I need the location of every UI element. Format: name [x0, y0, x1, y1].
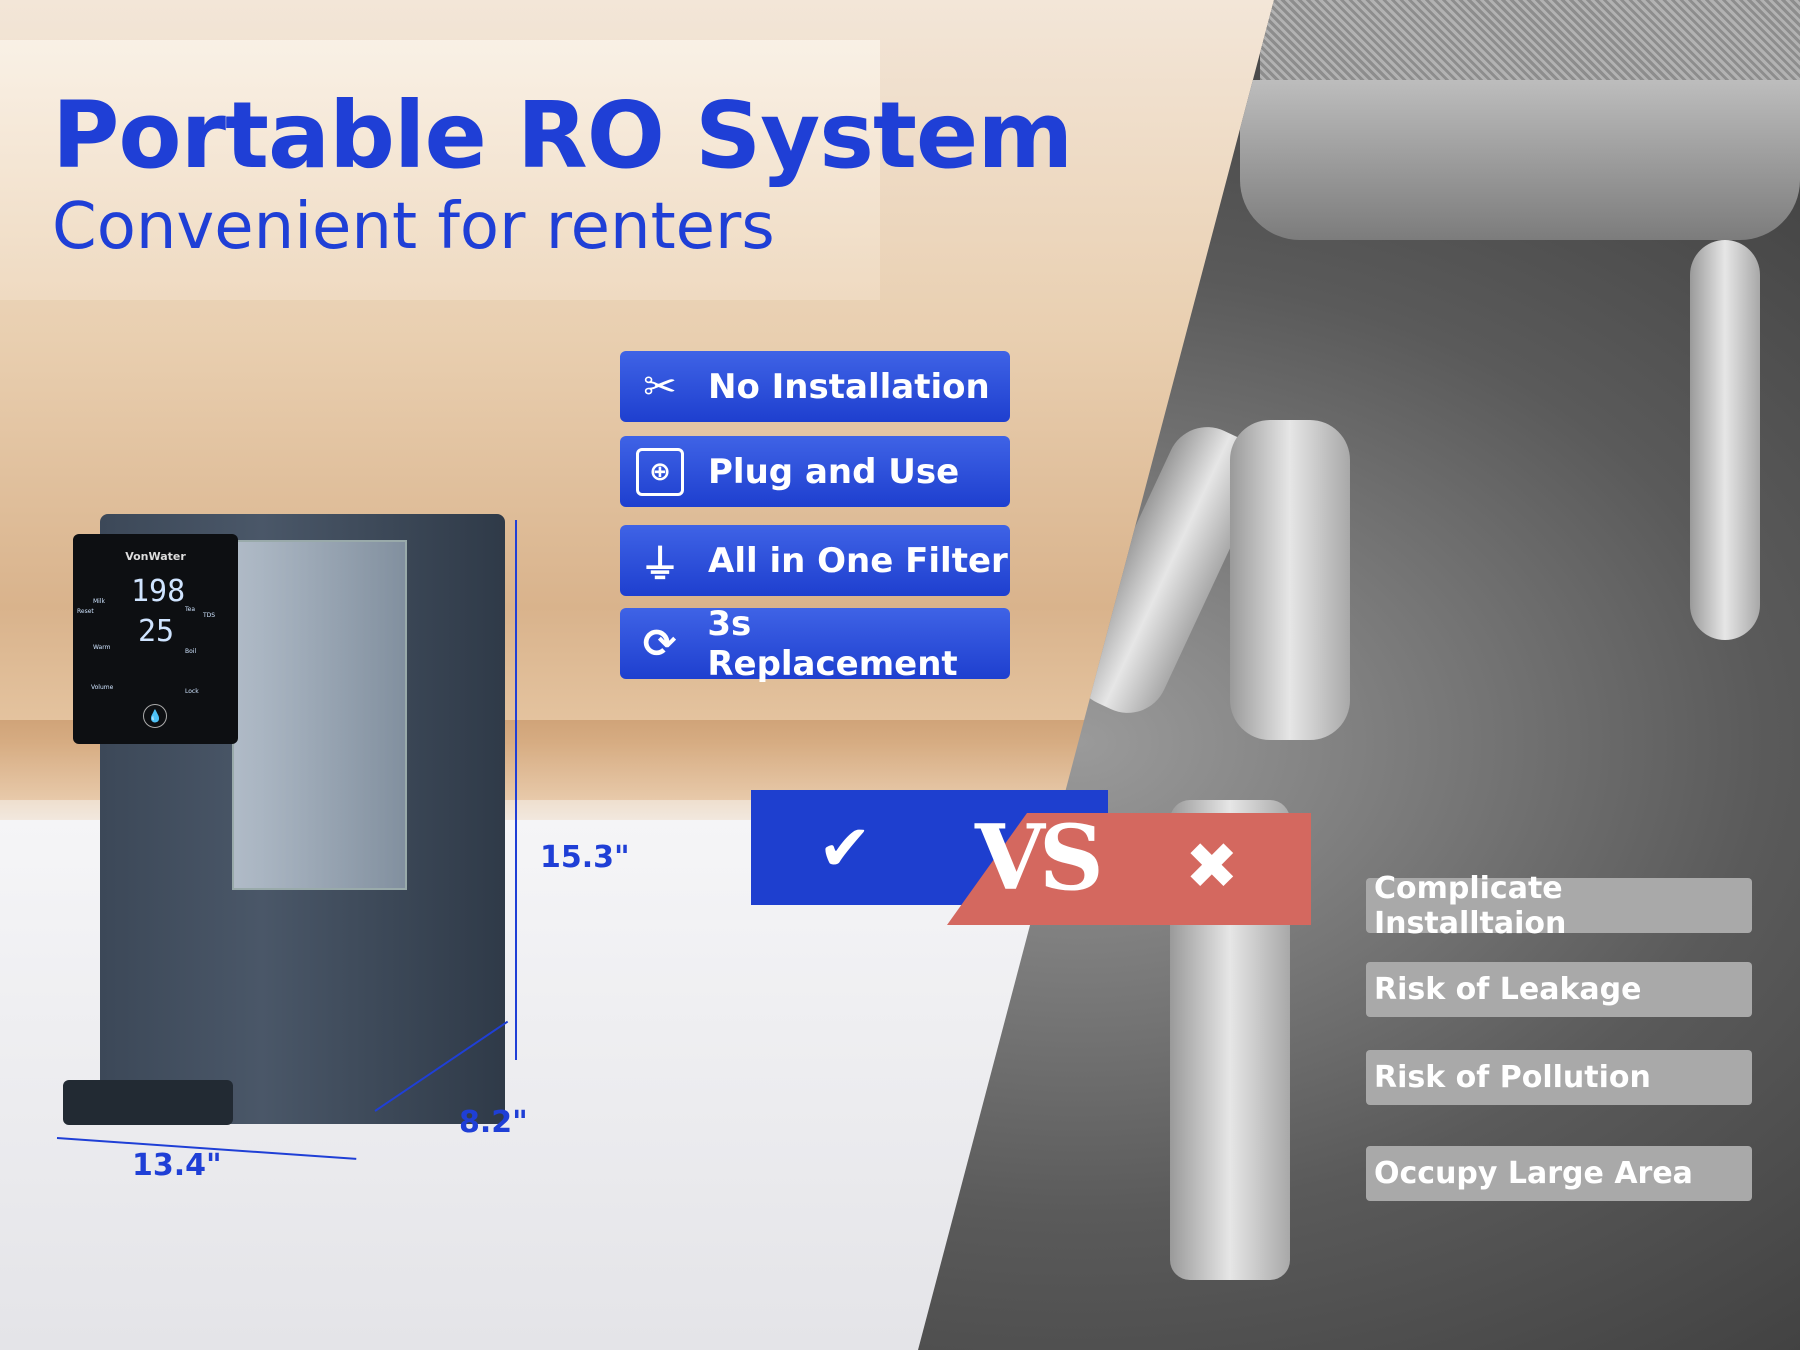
milk-button[interactable]: Milk [93, 598, 105, 605]
sink-basin [1240, 80, 1800, 240]
reset-button[interactable]: Reset [77, 608, 94, 615]
boil-button[interactable]: Boil [185, 648, 197, 655]
cross-icon: ✖ [1185, 830, 1239, 904]
page-title: Portable RO System [52, 82, 1073, 189]
tds-display: 25 [138, 614, 175, 649]
granite-top [1260, 0, 1800, 90]
con-item: Occupy Large Area [1366, 1146, 1752, 1201]
con-item: Complicate Installtaion [1366, 871, 1752, 941]
vs-label: VS [975, 805, 1104, 911]
drain-pipe [1690, 240, 1760, 640]
filter-tank [1230, 420, 1350, 740]
feature-label: All in One Filter [708, 540, 1008, 581]
width-dimension-label: 13.4" [132, 1148, 222, 1183]
water-tank [232, 540, 407, 890]
feature-3s-replacement: ⟳ 3s Replacement [620, 604, 1010, 684]
volume-button[interactable]: Volume [91, 684, 114, 691]
feature-plug-and-use: ⊕ Plug and Use [620, 436, 1010, 507]
warm-button[interactable]: Warm [93, 644, 111, 651]
depth-dimension-label: 8.2" [459, 1105, 528, 1140]
window-background [0, 40, 880, 300]
con-item: Risk of Pollution [1366, 1050, 1752, 1105]
quick-replace-icon: ⟳ [642, 620, 677, 667]
power-plug-icon: ⊕ [630, 442, 690, 502]
dispense-water-drop-icon[interactable]: 💧 [143, 704, 167, 728]
feature-label: Plug and Use [708, 451, 960, 492]
brand-label: VonWater [125, 550, 186, 563]
control-panel: VonWater 198 25 Milk Reset Warm Volume T… [73, 534, 238, 744]
feature-no-installation: ✂ No Installation [620, 351, 1010, 422]
height-dimension-line [515, 520, 517, 1060]
feature-label: 3s Replacement [707, 603, 958, 684]
feature-all-in-one-filter: ⏚ All in One Filter [620, 525, 1010, 596]
height-dimension-label: 15.3" [540, 840, 630, 875]
tools-crossed-icon: ✂ [643, 363, 677, 410]
lock-button[interactable]: Lock [185, 688, 199, 695]
con-item: Risk of Leakage [1366, 962, 1752, 1017]
page-subtitle: Convenient for renters [52, 190, 775, 264]
tea-button[interactable]: Tea [185, 606, 196, 613]
filter-funnel-icon: ⏚ [640, 541, 680, 588]
check-icon: ✔ [818, 812, 872, 886]
feature-label: No Installation [708, 366, 990, 407]
drip-tray [63, 1080, 233, 1125]
tds-button[interactable]: TDS [203, 612, 216, 619]
temperature-display: 198 [131, 574, 186, 609]
